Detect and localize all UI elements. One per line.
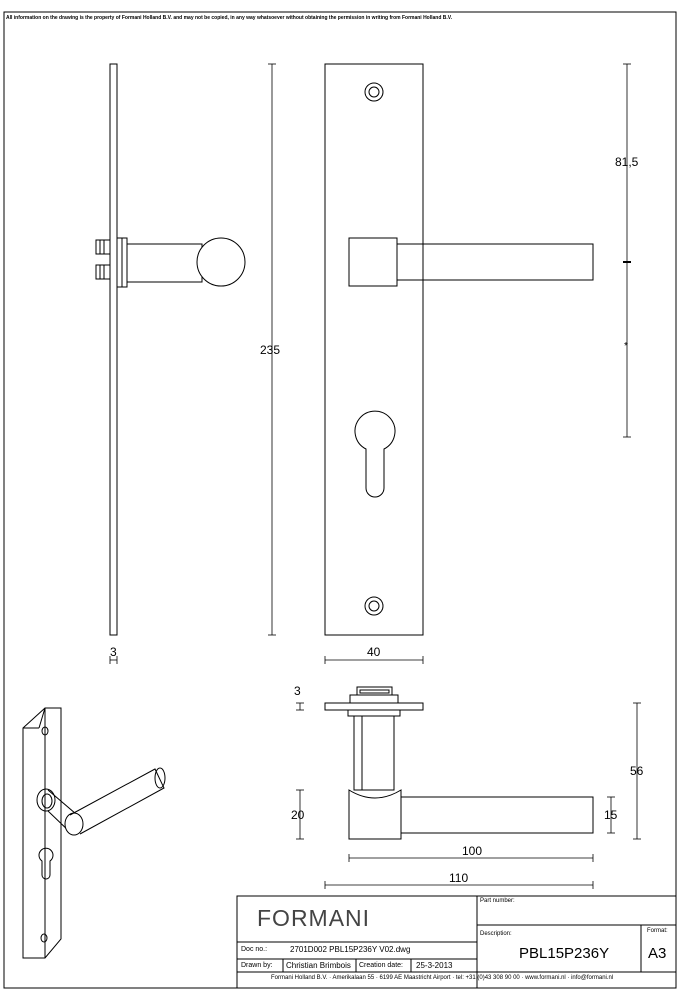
description-label: Description:: [480, 931, 512, 937]
drawn-by-value: Christian Brimbois: [286, 961, 351, 970]
creation-date-label: Creation date:: [359, 962, 403, 969]
dim-overall-length: 110: [449, 871, 469, 885]
top-view: [324, 686, 594, 840]
dim-lever-dia: 15: [604, 808, 618, 822]
dim-height-total: 235: [260, 343, 281, 357]
doc-no-label: Doc no.:: [241, 946, 268, 953]
format-label: Format:: [647, 928, 668, 934]
dim-asterisk: *: [624, 341, 628, 352]
title-block-grid: [236, 895, 677, 989]
dimension-lines: [109, 63, 641, 889]
part-number-label: Part number:: [480, 898, 515, 904]
creation-date-value: 25-3-2013: [416, 961, 453, 970]
dim-rose-dia: 20: [291, 808, 305, 822]
copyright-notice: All information on the drawing is the pr…: [6, 15, 453, 21]
footer-address: Formani Holland B.V. · Amerikalaan 55 · …: [271, 975, 614, 981]
drawing-frame: [3, 11, 677, 989]
isometric-view: [22, 707, 166, 959]
drawn-by-label: Drawn by:: [241, 962, 273, 969]
dim-plate-width: 40: [367, 645, 381, 659]
dim-projection: 56: [630, 764, 644, 778]
front-view: [324, 63, 594, 636]
doc-no-value: 2701D002 PBL15P236Y V02.dwg: [290, 945, 411, 954]
dim-plate-thickness: 3: [110, 645, 117, 659]
brand-logo: FORMANI: [257, 905, 371, 931]
dim-lever-length: 100: [462, 844, 483, 858]
dim-top-to-spindle: 81,5: [615, 155, 639, 169]
description-value: PBL15P236Y: [519, 945, 610, 962]
dim-rose-thickness: 3: [294, 684, 301, 698]
format-value: A3: [648, 945, 667, 962]
side-view: [95, 63, 246, 636]
